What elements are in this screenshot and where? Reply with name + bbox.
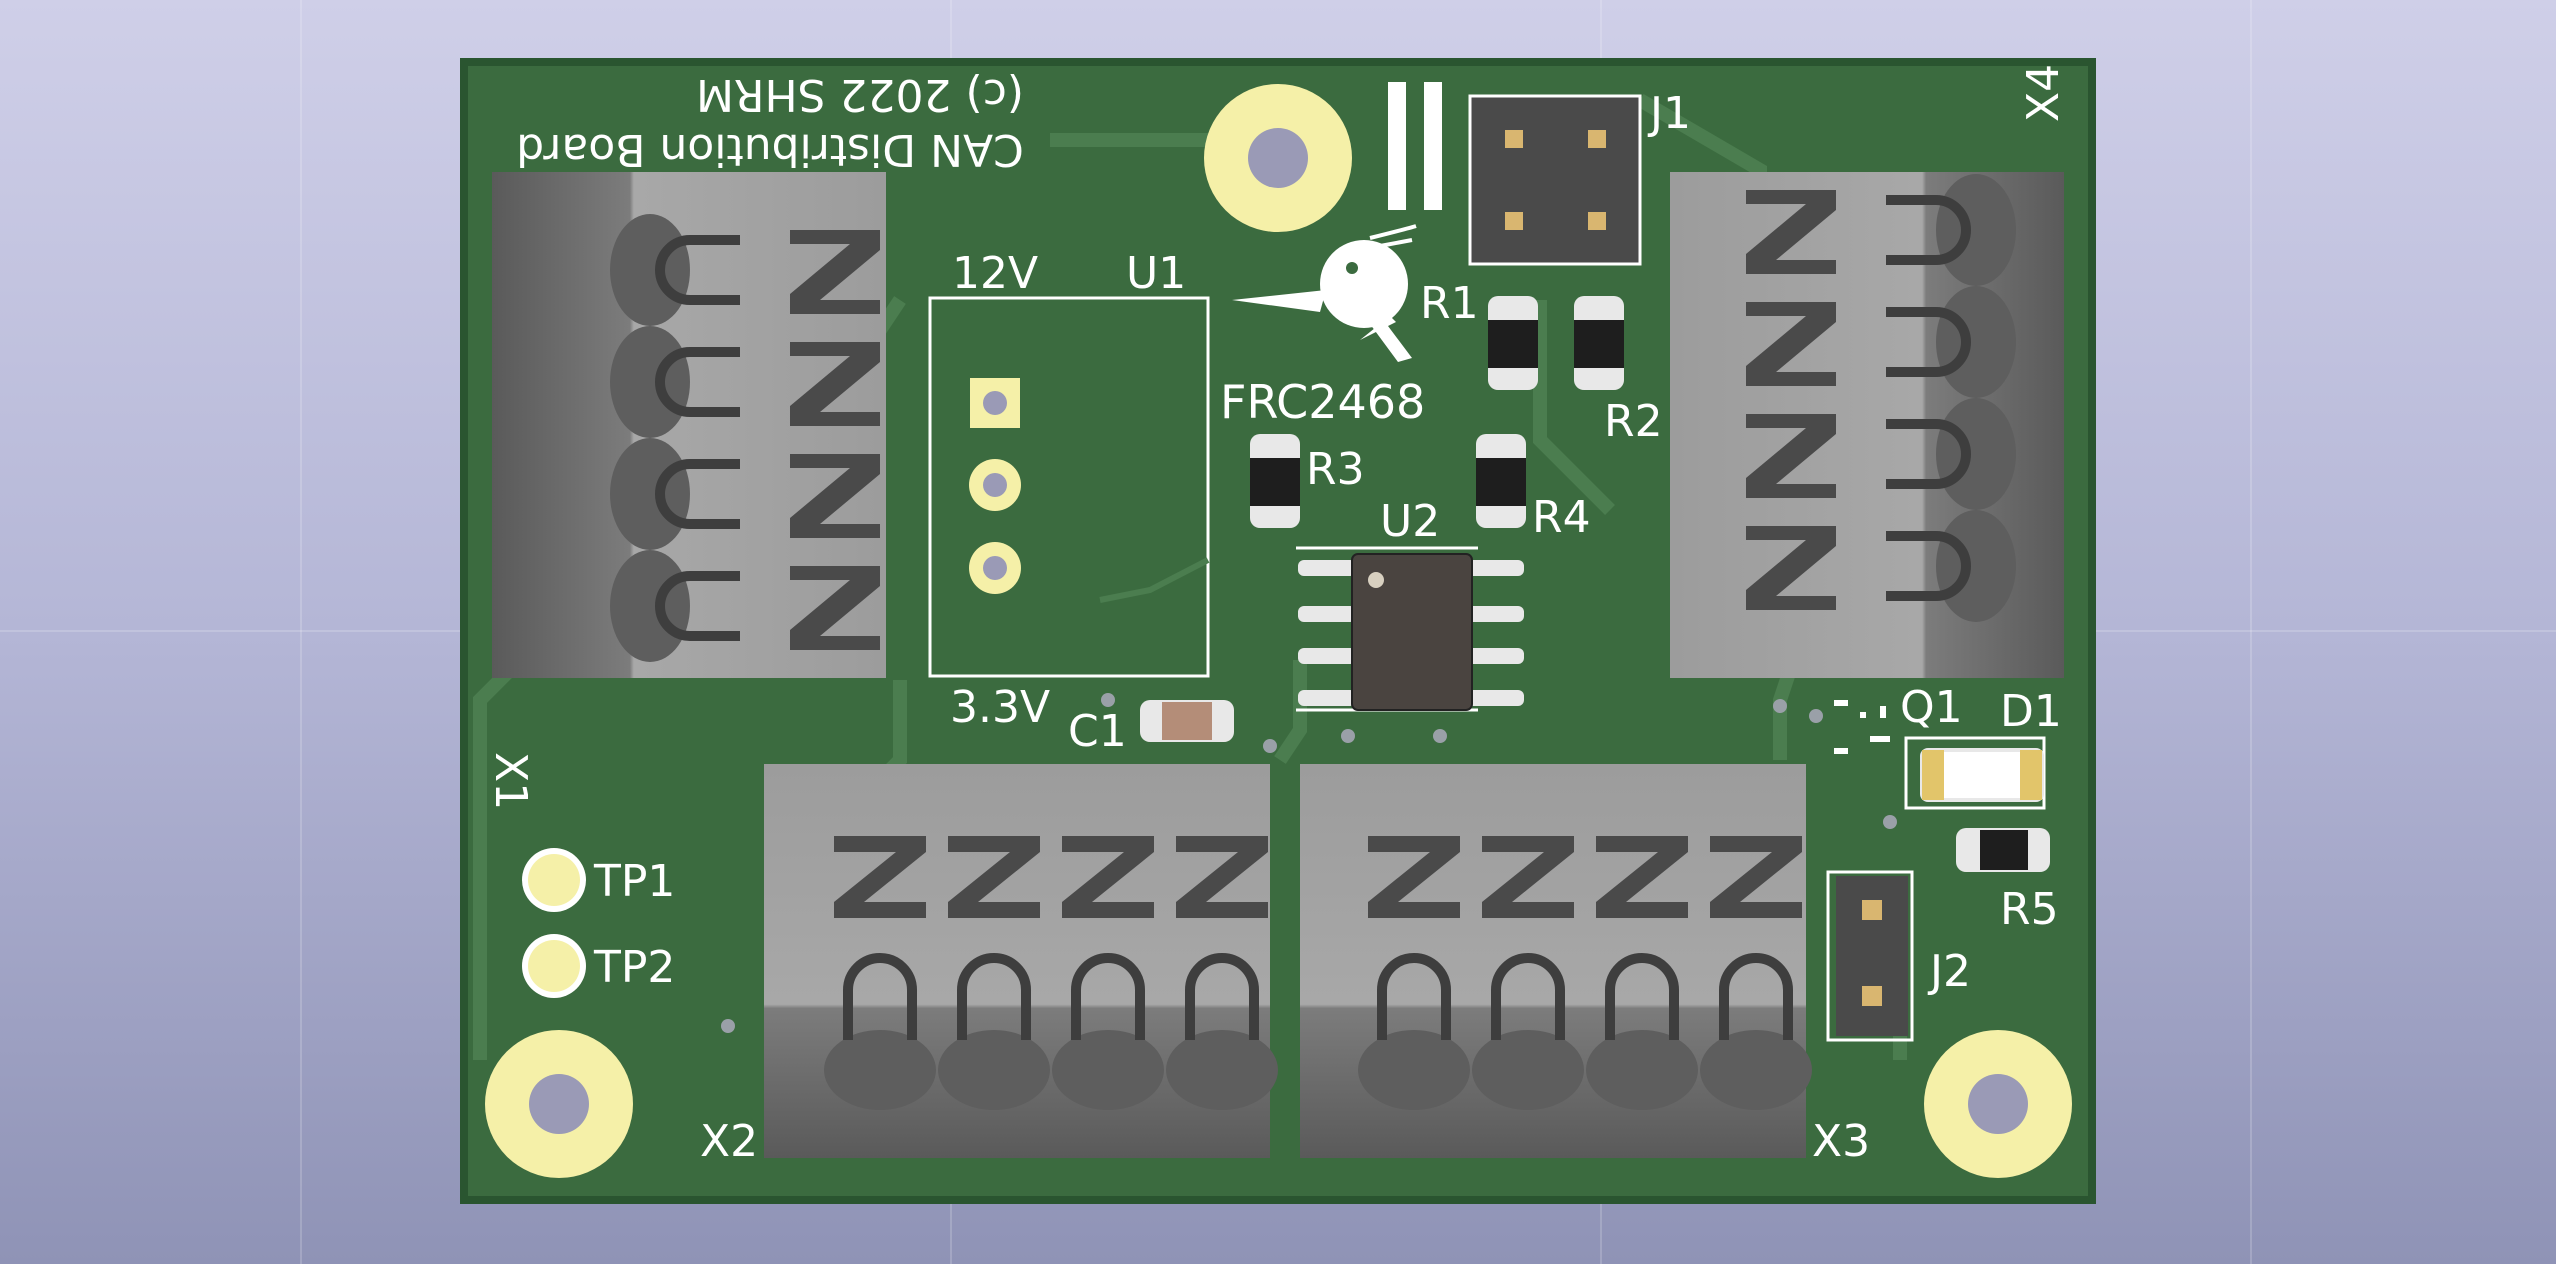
connector-x4[interactable] <box>1670 172 2064 678</box>
resistor-r3[interactable] <box>1250 434 1300 528</box>
label-j2: J2 <box>1927 946 1971 997</box>
board-copyright: (c) 2022 SHRM <box>696 69 1024 120</box>
resistor-r5[interactable] <box>1956 828 2050 872</box>
terminal-slot <box>1746 510 2016 622</box>
label-r4: R4 <box>1532 492 1591 543</box>
terminal-slot <box>1746 174 2016 286</box>
label-u1: U1 <box>1126 248 1186 299</box>
label-tp2: TP2 <box>593 942 675 993</box>
testpoint-tp1[interactable] <box>522 848 586 912</box>
terminal-slot <box>1586 836 1698 1110</box>
mounting-hole-icon <box>1924 1030 2072 1178</box>
ic-u2[interactable] <box>1296 546 1524 712</box>
terminal-slot <box>1052 836 1164 1110</box>
label-u2: U2 <box>1380 496 1440 547</box>
regulator-u1[interactable] <box>928 296 1210 678</box>
header-j2[interactable] <box>1826 870 1914 1042</box>
board-title: CAN Distribution Board <box>516 124 1024 175</box>
label-c1: C1 <box>1068 706 1127 757</box>
connector-x2[interactable] <box>764 764 1278 1158</box>
label-r1: R1 <box>1420 278 1479 329</box>
silk-mark <box>1388 82 1406 210</box>
terminal-slot <box>610 214 880 326</box>
label-x3: X3 <box>1812 1116 1870 1167</box>
label-tp1: TP1 <box>593 856 675 907</box>
transistor-q1[interactable] <box>1834 700 1890 754</box>
terminal-slot <box>1166 836 1278 1110</box>
label-j1: J1 <box>1647 88 1691 139</box>
resistor-r1[interactable] <box>1488 296 1538 390</box>
label-d1: D1 <box>2000 686 2062 737</box>
terminal-slot <box>938 836 1050 1110</box>
header-j1[interactable] <box>1468 94 1642 266</box>
terminal-slot <box>1358 836 1470 1110</box>
label-12v: 12V <box>952 248 1038 299</box>
connector-x1[interactable] <box>492 172 886 678</box>
mounting-hole-icon <box>485 1030 633 1178</box>
terminal-slot <box>824 836 936 1110</box>
resistor-r4[interactable] <box>1476 434 1526 528</box>
terminal-slot <box>610 438 880 550</box>
terminal-slot <box>1472 836 1584 1110</box>
terminal-slot <box>1746 398 2016 510</box>
label-3v3: 3.3V <box>950 682 1050 733</box>
terminal-slot <box>1700 836 1812 1110</box>
label-q1: Q1 <box>1900 682 1963 733</box>
silk-mark <box>1424 82 1442 210</box>
label-x1: X1 <box>485 752 536 810</box>
resistor-r2[interactable] <box>1574 296 1624 390</box>
terminal-slot <box>610 550 880 662</box>
label-r3: R3 <box>1306 444 1365 495</box>
mounting-hole-icon <box>1204 84 1352 232</box>
led-d1[interactable] <box>1904 736 2046 810</box>
label-x4: X4 <box>2018 64 2069 122</box>
team-number: FRC2468 <box>1220 375 1425 429</box>
label-r2: R2 <box>1604 396 1663 447</box>
label-r5: R5 <box>2000 884 2059 935</box>
capacitor-c1[interactable] <box>1140 700 1234 742</box>
kiwi-bird-logo <box>1232 224 1417 362</box>
connector-x3[interactable] <box>1300 764 1812 1158</box>
testpoint-tp2[interactable] <box>522 934 586 998</box>
vias <box>721 693 1897 1033</box>
terminal-slot <box>610 326 880 438</box>
terminal-slot <box>1746 286 2016 398</box>
label-x2: X2 <box>700 1116 758 1167</box>
